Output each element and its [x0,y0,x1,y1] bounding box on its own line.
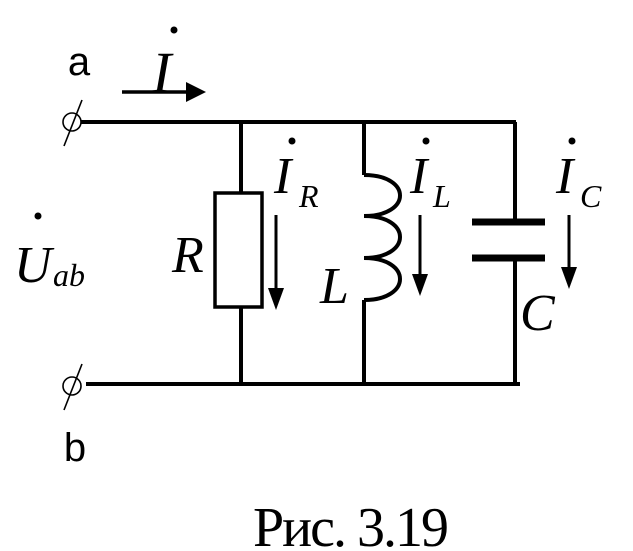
resistor-branch [213,122,264,384]
total-current-label: I [151,26,178,105]
voltage-symbol: U [14,237,55,294]
inductor-label: L [319,258,349,315]
voltage-label: U ab [14,212,85,294]
capacitor-current-phasor-dot [568,137,576,145]
capacitor-label: C [520,285,556,342]
voltage-subscript: ab [53,257,85,293]
terminal-b-circle [62,376,82,396]
capacitor-current-label: I C [555,137,602,214]
resistor-symbol [213,191,264,309]
total-current-phasor-dot [170,26,178,34]
capacitor-current-arrow [561,215,577,289]
resistor-label: R [171,227,204,284]
inductor-current-symbol: I [409,148,430,205]
capacitor-current-subscript: C [580,178,602,214]
inductor-current-arrow [412,215,428,296]
terminal-a-label: a [68,40,91,84]
terminal-a-circle [62,112,82,132]
resistor-current-symbol: I [273,148,294,205]
resistor-current-arrow [268,215,284,310]
figure-caption: Рис. 3.19 [253,497,447,551]
inductor-current-subscript: L [432,178,451,214]
inductor-current-label: I L [409,137,451,214]
total-current-arrow [122,82,206,102]
inductor-coil-symbol [363,173,402,302]
terminal-b-slash [63,363,83,411]
capacitor-current-arrow-head [561,267,577,289]
total-current-symbol: I [151,40,174,105]
voltage-phasor-dot [34,212,42,220]
resistor-current-subscript: R [298,178,319,214]
inductor-branch [362,122,402,384]
terminal-a-slash [63,99,83,147]
resistor-current-label: I R [273,137,319,214]
terminal-b-label: b [64,426,86,470]
capacitor-current-symbol: I [555,148,576,205]
inductor-current-arrow-head [412,274,428,296]
terminal-a [62,99,83,147]
resistor-current-phasor-dot [288,137,296,145]
total-current-arrow-head [186,82,206,102]
inductor-current-phasor-dot [422,137,430,145]
resistor-current-arrow-head [268,288,284,310]
terminal-b [62,363,83,411]
capacitor-branch [472,122,545,384]
